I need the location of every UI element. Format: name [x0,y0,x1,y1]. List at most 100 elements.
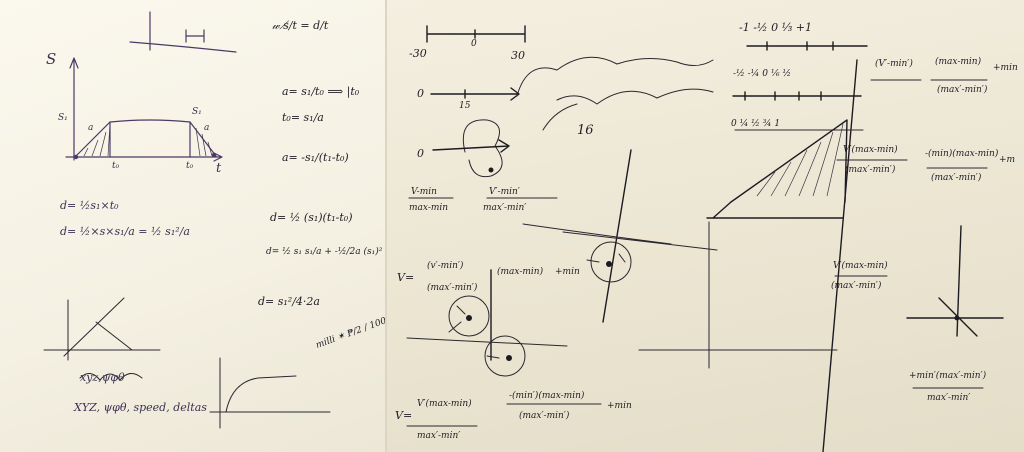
accel-a-left-label: a [88,123,94,133]
line-0-label: 0 [417,87,424,100]
frac-mid-den: (max′-min′) [845,165,896,175]
bottom-axes-1 [43,299,161,361]
frac-maxmin: max-min [409,203,449,213]
center-circle-arrows [586,253,626,263]
v-eq2-label: V= [395,409,413,422]
eq-d1: d= ½s₁×t₀ [60,199,119,212]
frac-right-den: (max′-min′) [931,173,982,183]
eq-t0: t₀= s₁/a [282,111,324,124]
eq-d3: d= ½ (s₁)(t₁-t₀) [270,211,353,224]
v-eq-label: V= [397,271,415,284]
left-circle-dot [466,315,472,321]
bottom-v-lines [63,297,133,357]
top-small-interval [185,29,205,43]
frac-top-num: (V′-min′) [875,59,913,69]
frac-bottom-num: +min′(max′-min′) [909,371,987,381]
scale-mid-labels: -½ -¼ 0 ⅙ ½ [733,69,792,79]
bottom-text: XYZ, ψφθ, speed, deltas [74,401,207,414]
t-label: t [216,161,222,176]
t0-label: t₀ [112,161,120,171]
numberline-minus30-30 [426,25,526,43]
tick-0: 0 [471,39,477,49]
accel-a-right-label: a [204,123,210,133]
wiggle-trajectory [516,56,714,131]
frac-right-plus: +m [999,155,1016,165]
scale-lower-labels: 0 ¼ ½ ¾ 1 [731,119,781,129]
t0-right-label: t₀ [186,161,194,171]
bottom-axes-2 [209,357,331,429]
speed-graph-y-axis [69,57,79,161]
v-eq-factor: (max-min) [497,267,544,277]
frac-vmin: V-min [411,187,437,197]
v-eq2-part2-den: (max′-min′) [519,411,570,421]
frac-lower-den: (max′-min′) [831,281,882,291]
bottom-fraction-bars [406,403,602,427]
triangle-base-lines [706,201,844,219]
s1-axis-label: S₁ [58,113,68,123]
frac-mid-num: V′(max-min) [843,145,898,155]
eq-top: 𝓌 s̸/t = d/t [272,19,329,32]
scale-mid-line [732,91,862,101]
eq-d4: d= ½ s₁ s₁/a + -½/2a (s₁)² [266,247,383,257]
frac-bottom-den: max′-min′ [927,393,971,403]
left-sheet-drawings [43,11,331,429]
frac-lower-num: V′(max-min) [833,261,888,271]
left-circle [448,295,490,337]
frac-top-mult: (max-min) [935,57,982,67]
eq-d5: d= s₁²/4·2a [258,295,320,308]
trapezoid-verticals [109,121,191,158]
origin-dot [73,154,79,160]
tick-15: 15 [459,101,471,111]
center-horizontal-lines [522,223,718,251]
center-diagonal-line [602,149,632,323]
eq-a1: a= s₁/t₀ ⟹ |t₀ [282,85,360,98]
crossed-out-scribble [79,373,143,381]
far-right-dot [954,315,960,321]
eq-a2: a= -s₁/(t₁-t₀) [282,151,349,164]
frac-right-num: -(min)(max-min) [925,149,999,159]
hatched-triangle-outline [730,119,848,203]
tick-30: 30 [511,49,525,62]
lower-circle [484,335,526,377]
bottom-saturation-curve [225,375,297,413]
top-small-axis-horizontal [129,41,237,53]
axis-s-label: S [46,50,57,68]
right-fraction-bars [834,79,988,389]
s1-peak-label: S₁ [192,107,202,117]
center-circle-dot [606,261,612,267]
lower-circle-arrow [486,355,500,359]
label-16: 16 [577,123,594,138]
loop-arrow [432,139,510,153]
v-eq-plus: +min [555,267,580,277]
right-paper-sheet: -30 0 30 0 15 16 0 V-min max-min V′-min′… [387,0,1024,452]
v-eq2-part2-num: -(min′)(max-min) [509,391,585,401]
left-circle-arrows [448,305,466,333]
speed-profile-trapezoid [75,119,217,157]
loop-dot [488,167,494,173]
scale-top-labels: -1 -½ 0 ⅓ +1 [739,21,812,34]
sheet-divider [385,0,388,452]
trapezoid-hatching [83,123,213,157]
v-eq-num: (v′-min′) [427,261,464,271]
frac-maxprime: max′-min′ [483,203,527,213]
frac-top-den: (max′-min′) [937,85,988,95]
mid-horizontal-line [406,337,568,347]
loop-curve [462,119,503,178]
v-eq2-plus: +min [607,401,632,411]
right-big-vertical [822,59,858,452]
v-eq2-num: V′(max-min) [417,399,472,409]
frac-top-plus: +min [993,63,1018,73]
tick-minus30: -30 [409,47,427,60]
numberline-0-15 [430,87,520,101]
scribble-text: xyz,ψφθ [80,371,125,384]
center-circle [590,241,632,283]
speed-graph-x-axis [65,152,223,162]
scale-top-line [746,41,868,51]
lower-circle-dot [506,355,512,361]
eq-d2: d= ½×s×s₁/a = ½ s₁²/a [60,225,190,238]
end-dot [211,152,217,158]
left-paper-sheet: S S₁ S₁ a a t₀ t₀ t 𝓌 s̸/t = d/t a= s₁/t… [0,0,386,452]
loop-0-label: 0 [417,147,424,160]
hatched-triangle-lines [756,123,844,197]
